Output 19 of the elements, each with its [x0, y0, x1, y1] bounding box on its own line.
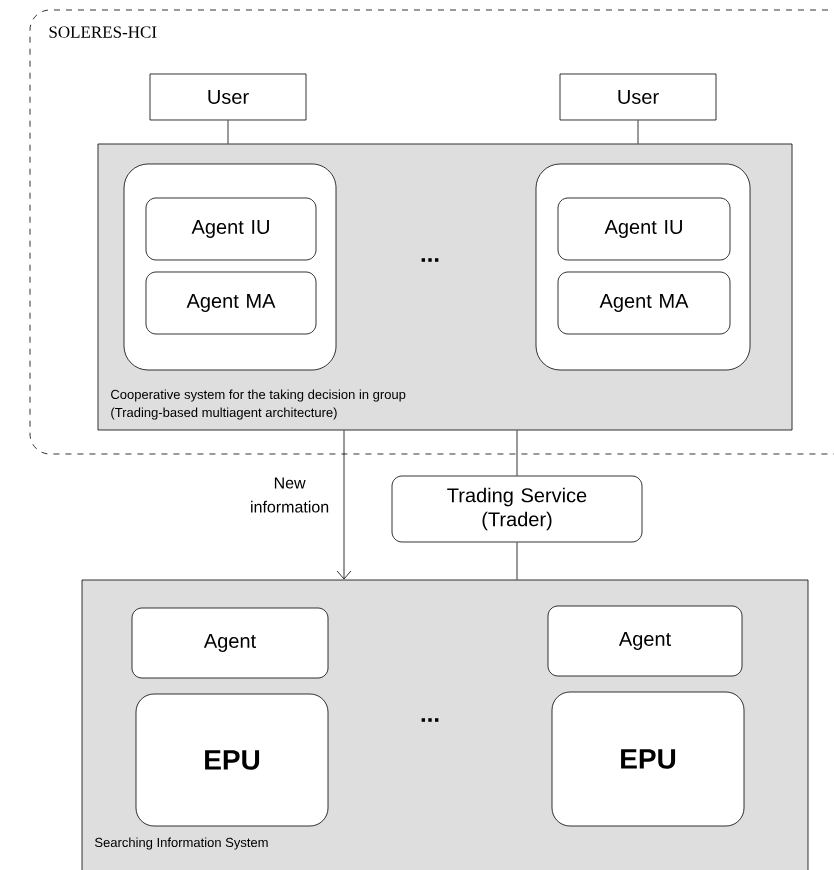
edge-label: New information — [251, 477, 329, 513]
agent-box: Agent IU — [557, 197, 731, 261]
ellipsis: ... — [421, 258, 439, 262]
ellipsis: ... — [421, 718, 439, 722]
arrow — [336, 430, 352, 580]
connector-line — [516, 542, 518, 580]
epu-box: EPU — [135, 693, 329, 827]
connector-line — [516, 430, 518, 476]
connector-line — [637, 120, 639, 144]
connector-line — [227, 120, 229, 144]
epu-box: EPU — [551, 691, 745, 827]
agent-box: Agent — [131, 607, 329, 679]
agent-box: Trading Service (Trader) — [391, 475, 643, 543]
agent-box: Agent IU — [145, 197, 317, 261]
agent-box: Agent MA — [557, 271, 731, 335]
user-box: User — [559, 73, 717, 121]
user-box: User — [149, 73, 307, 121]
agent-box: Agent MA — [145, 271, 317, 335]
agent-box: Agent — [547, 605, 743, 677]
